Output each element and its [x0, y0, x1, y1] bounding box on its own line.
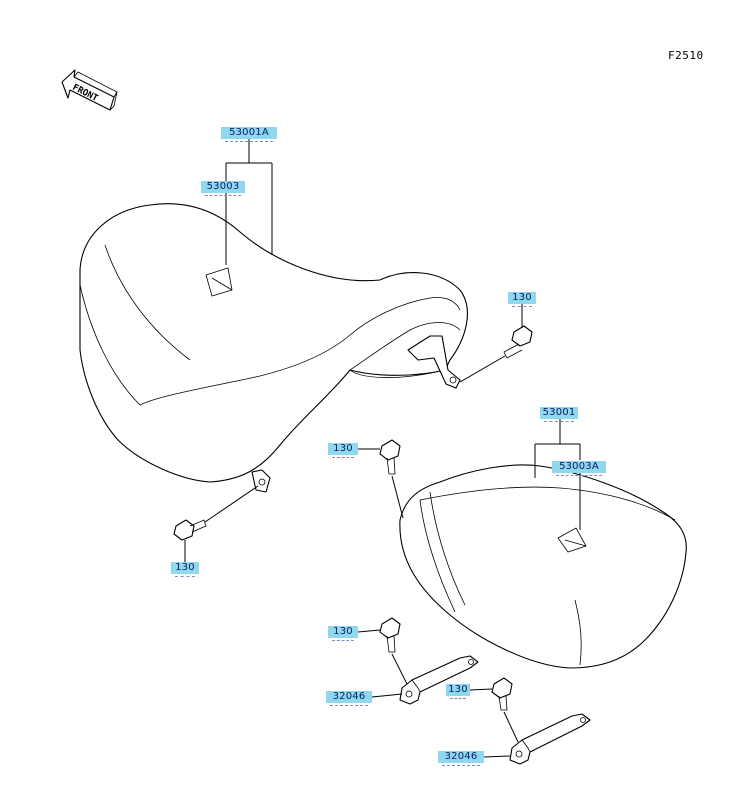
dual-seat	[79, 203, 468, 493]
part-tag-53001A[interactable]: 53001A	[221, 127, 277, 142]
part-tag-130-front[interactable]: 130	[171, 562, 199, 577]
part-tag-32046-upper[interactable]: 32046	[326, 691, 372, 706]
part-tag-32046-lower[interactable]: 32046	[438, 751, 484, 766]
bolt-130-rear	[503, 325, 533, 359]
front-arrow-icon: FRONT	[61, 69, 118, 111]
figure-code: F2510	[668, 49, 704, 62]
part-tag-130-bracket-lower[interactable]: 130	[446, 684, 470, 699]
bolt-130-front	[173, 519, 207, 541]
bolt-130-bracket-upper	[379, 617, 401, 653]
bracket-32046-lower	[509, 713, 591, 765]
leader-lines	[184, 139, 581, 758]
part-tag-130-bracket-upper[interactable]: 130	[328, 626, 358, 641]
part-tag-130-passenger[interactable]: 130	[328, 443, 358, 458]
bolt-130-passenger-left	[379, 439, 401, 475]
part-tag-53001[interactable]: 53001	[540, 407, 578, 422]
part-tag-53003[interactable]: 53003	[201, 181, 245, 196]
passenger-seat	[399, 464, 687, 669]
bolt-130-bracket-lower	[491, 677, 513, 711]
part-tag-130-rear[interactable]: 130	[508, 292, 536, 307]
bracket-32046-upper	[399, 655, 479, 705]
part-tag-53003A[interactable]: 53003A	[552, 461, 606, 476]
